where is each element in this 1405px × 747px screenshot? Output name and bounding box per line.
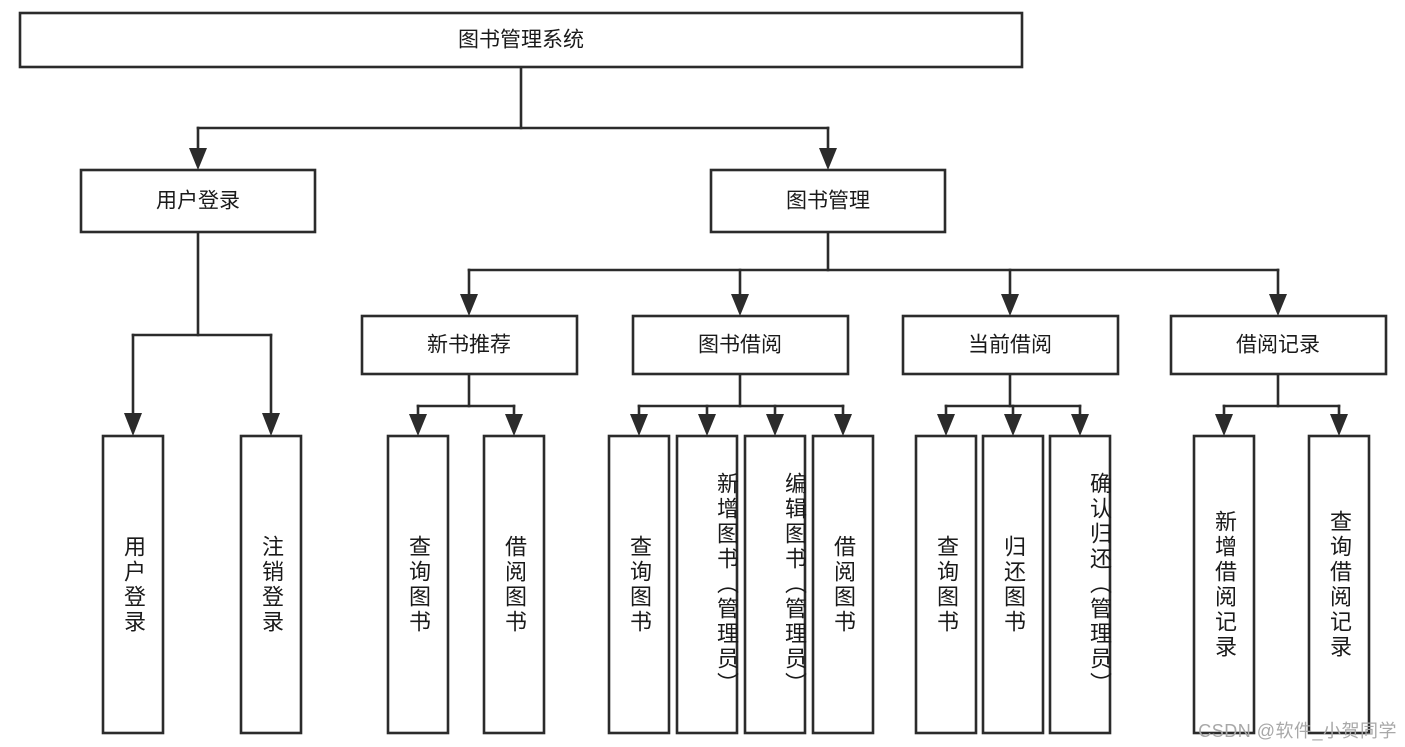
leaf-group-current-borrow xyxy=(914,434,1112,735)
leaf-box-current-borrow-1[interactable] xyxy=(981,434,1045,735)
connector-group-book-manage xyxy=(460,230,1287,316)
arrow-head-leaf-new-book-rec-0 xyxy=(409,414,427,436)
arrow-head-current-borrow xyxy=(1001,294,1019,316)
node-borrow-record-label: 借阅记录 xyxy=(1236,334,1320,357)
leaf-box-current-borrow-0[interactable] xyxy=(914,434,978,735)
node-book-borrow-box[interactable] xyxy=(631,314,850,376)
leaf-box-user-login-0[interactable] xyxy=(101,434,165,735)
node-new-book-rec-label: 新书推荐 xyxy=(427,334,511,357)
node-book-manage-box[interactable] xyxy=(709,168,947,234)
connector-group-book-borrow xyxy=(630,372,852,436)
arrow-head-leaf-current-borrow-0 xyxy=(937,414,955,436)
arrow-head-leaf-user-login-0 xyxy=(124,413,142,436)
node-book-manage-label: 图书管理 xyxy=(786,190,870,213)
node-current-borrow-box[interactable] xyxy=(901,314,1120,376)
arrow-head-leaf-book-borrow-1 xyxy=(698,414,716,436)
node-book-borrow-label: 图书借阅 xyxy=(698,334,782,357)
connector-group-borrow-record xyxy=(1215,372,1348,436)
node-root[interactable]: 图书管理系统 xyxy=(18,11,1024,69)
leaf-box-user-login-1[interactable] xyxy=(239,434,303,735)
node-current-borrow-label: 当前借阅 xyxy=(968,334,1052,357)
node-book-borrow[interactable]: 图书借阅 xyxy=(631,314,850,376)
node-user-login-label: 用户登录 xyxy=(156,190,240,213)
node-new-book-rec[interactable]: 新书推荐 xyxy=(360,314,579,376)
connector-group-user-login xyxy=(124,230,280,436)
node-borrow-record-box[interactable] xyxy=(1169,314,1388,376)
leaf-group-book-borrow xyxy=(607,434,875,735)
connector-group-root xyxy=(189,65,837,170)
arrow-head-leaf-book-borrow-2 xyxy=(766,414,784,436)
arrow-head-borrow-record xyxy=(1269,294,1287,316)
node-new-book-rec-box[interactable] xyxy=(360,314,579,376)
arrow-head-book-manage xyxy=(819,148,837,170)
node-book-manage[interactable]: 图书管理 xyxy=(709,168,947,234)
leaf-box-current-borrow-2[interactable] xyxy=(1048,434,1112,735)
leaf-group-new-book-rec xyxy=(386,434,546,735)
leaf-box-book-borrow-2[interactable] xyxy=(743,434,807,735)
arrow-head-user-login xyxy=(189,148,207,170)
node-borrow-record[interactable]: 借阅记录 xyxy=(1169,314,1388,376)
node-user-login[interactable]: 用户登录 xyxy=(79,168,317,234)
arrow-head-leaf-current-borrow-1 xyxy=(1004,414,1022,436)
connector-group-current-borrow xyxy=(937,372,1089,436)
csdn-watermark: CSDN @软件_小贺同学 xyxy=(1198,721,1397,741)
leaf-box-book-borrow-0[interactable] xyxy=(607,434,671,735)
leaf-box-book-borrow-1[interactable] xyxy=(675,434,739,735)
leaf-group-user-login xyxy=(101,434,303,735)
arrow-head-leaf-user-login-1 xyxy=(262,413,280,436)
connector-group-new-book-rec xyxy=(409,372,523,436)
arrow-head-book-borrow xyxy=(731,294,749,316)
leaf-group-borrow-record xyxy=(1192,434,1371,735)
arrow-head-leaf-current-borrow-2 xyxy=(1071,414,1089,436)
leaf-box-borrow-record-0[interactable] xyxy=(1192,434,1256,735)
leaf-box-borrow-record-1[interactable] xyxy=(1307,434,1371,735)
arrow-head-leaf-borrow-record-0 xyxy=(1215,414,1233,436)
node-user-login-box[interactable] xyxy=(79,168,317,234)
arrow-head-leaf-borrow-record-1 xyxy=(1330,414,1348,436)
leaf-box-book-borrow-3[interactable] xyxy=(811,434,875,735)
node-root-label: 图书管理系统 xyxy=(458,29,584,52)
leaf-box-new-book-rec-0[interactable] xyxy=(386,434,450,735)
arrow-head-new-book-rec xyxy=(460,294,478,316)
arrow-head-leaf-book-borrow-0 xyxy=(630,414,648,436)
node-root-box[interactable] xyxy=(18,11,1024,69)
leaf-box-new-book-rec-1[interactable] xyxy=(482,434,546,735)
arrow-head-leaf-book-borrow-3 xyxy=(834,414,852,436)
node-current-borrow[interactable]: 当前借阅 xyxy=(901,314,1120,376)
arrow-head-leaf-new-book-rec-1 xyxy=(505,414,523,436)
